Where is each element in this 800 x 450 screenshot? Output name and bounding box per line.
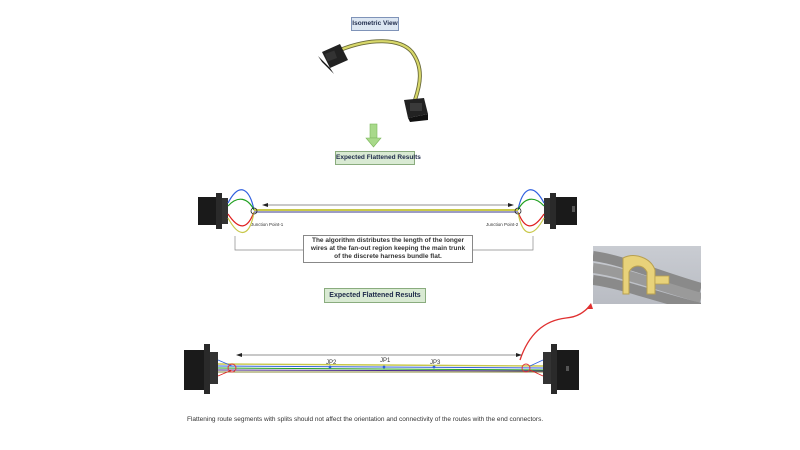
left-split-highlight (227, 363, 237, 373)
expected-flattened-label-1: Expected Flattened Results (335, 151, 421, 165)
iso-connector-left (318, 44, 348, 74)
isometric-view-label: Isometric View (351, 17, 399, 31)
jp3-label: JP3 (430, 360, 441, 366)
junction-point-1-label: Junction Point-1 (251, 222, 284, 227)
jp3-dot (432, 365, 436, 369)
connector-left-2 (184, 344, 218, 394)
jp2-label: JP2 (326, 360, 337, 366)
connector-right-2 (543, 344, 579, 394)
jp2-dot (328, 365, 332, 369)
expected-flattened-label-2: Expected Flattened Results (324, 288, 426, 303)
junction-point-2-marker (514, 207, 522, 215)
right-split-highlight (521, 363, 531, 373)
connector-right-1 (544, 193, 577, 229)
jp1-dot (382, 365, 386, 369)
junction-point-1-marker (250, 207, 258, 215)
iso-cable (339, 40, 421, 101)
junction-point-2-label: Junction Point-2 (486, 222, 519, 227)
clip-illustration (593, 251, 701, 304)
caption: Flattening route segments with splits sh… (187, 416, 544, 423)
connector-left-1 (198, 193, 228, 229)
algorithm-callout: The algorithm distributes the length of … (303, 235, 473, 263)
clip-photo (593, 246, 701, 304)
jp1-label: JP1 (380, 358, 391, 364)
iso-connector-right (404, 98, 428, 122)
